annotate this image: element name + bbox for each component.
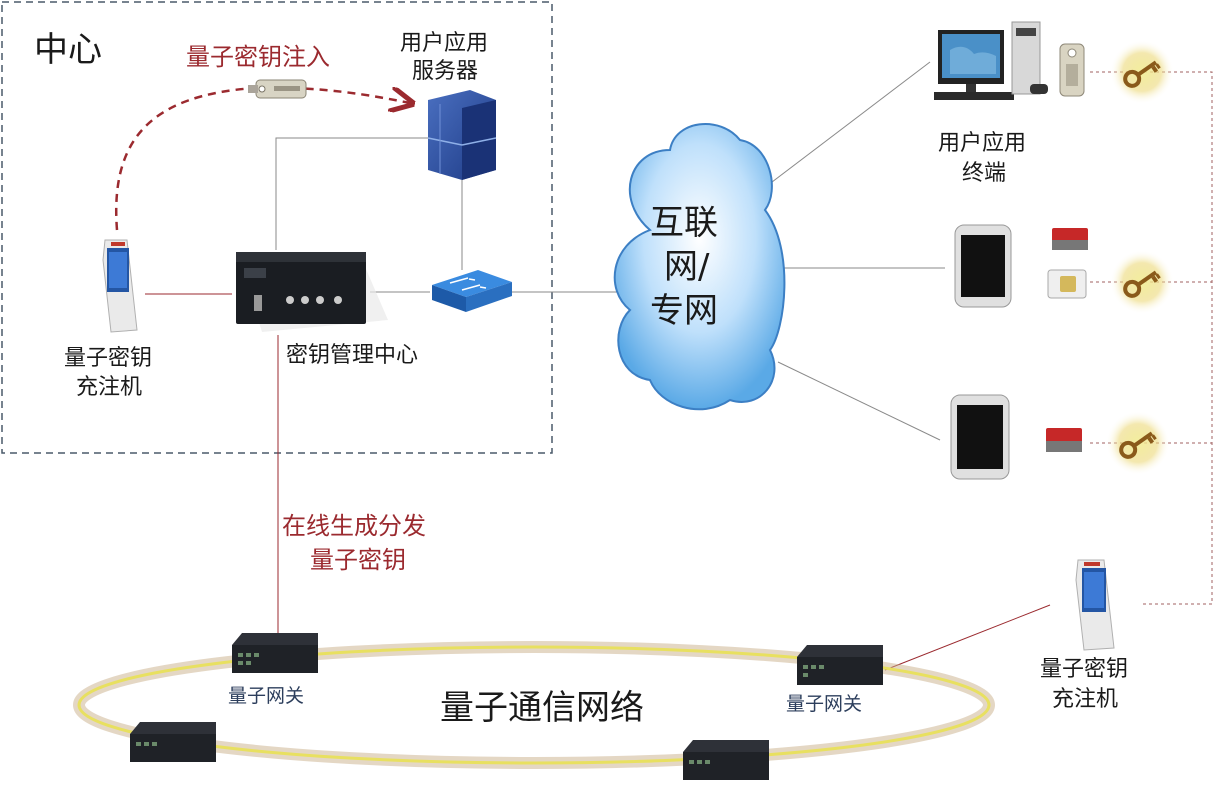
cloud-label-line1: 互联 [650,203,718,243]
charger-kiosk-remote-icon [1075,559,1115,651]
usb-key-icon [248,79,307,99]
charger-kiosk-icon [102,239,138,333]
key-icon-3 [1106,411,1170,475]
gateway-label-2: 量子网关 [786,693,863,715]
gateway-device-icon-4 [683,740,769,780]
sd-card-icon-2 [1046,428,1082,452]
terminal-label-line1: 用户应用 [938,131,1027,156]
connection-lines [275,61,945,441]
online-label-line1: 在线生成分发 [282,512,426,540]
remote-charger-label-line2: 充注机 [1052,687,1119,712]
red-lines [145,293,1051,671]
online-label-line2: 量子密钥 [310,546,406,574]
gateway-device-icon-3 [130,722,216,762]
charger-label-line1: 量子密钥 [64,346,153,371]
center-title: 中心 [34,30,102,70]
terminal-label-line2: 终端 [962,161,1007,186]
quantum-ring [77,645,991,765]
sim-card-icon [1047,269,1087,299]
cloud-shape [613,123,786,411]
kmc-to-server-line [275,137,428,250]
ring-label: 量子通信网络 [440,688,644,728]
gateway-device-icon-2 [797,645,883,685]
cloud-to-phone2-line [777,361,941,441]
remote-charger-label-line1: 量子密钥 [1040,657,1129,682]
gateway-device-icon-1 [232,633,318,673]
center-boundary [1,1,553,454]
cloud-label-line3: 专网 [650,291,718,331]
gateway-to-remote-charger-line [884,604,1051,671]
inject-arrow [114,86,410,231]
phone-icon-1 [954,224,1012,308]
cloud-label-line2: 网/ [664,247,710,287]
switch-icon [432,270,512,312]
server-label-line2: 服务器 [412,59,479,84]
server-label-line1: 用户应用 [400,31,489,56]
inject-label: 量子密钥注入 [186,43,330,71]
key-icon-1 [1110,40,1174,104]
phone-icon-2 [950,394,1010,480]
gateway-label-1: 量子网关 [228,685,305,707]
sd-card-icon-1 [1052,228,1088,250]
key-icon-2 [1110,250,1174,314]
cloud-to-pc-line [754,61,931,196]
charger-label-line2: 充注机 [76,375,143,400]
server-icon [427,90,497,180]
key-link-lines [1090,71,1213,605]
kmc-label: 密钥管理中心 [286,343,419,368]
pc-icon [934,21,1048,100]
usb-token-icon [1059,43,1085,97]
kmc-device-icon [236,252,388,332]
